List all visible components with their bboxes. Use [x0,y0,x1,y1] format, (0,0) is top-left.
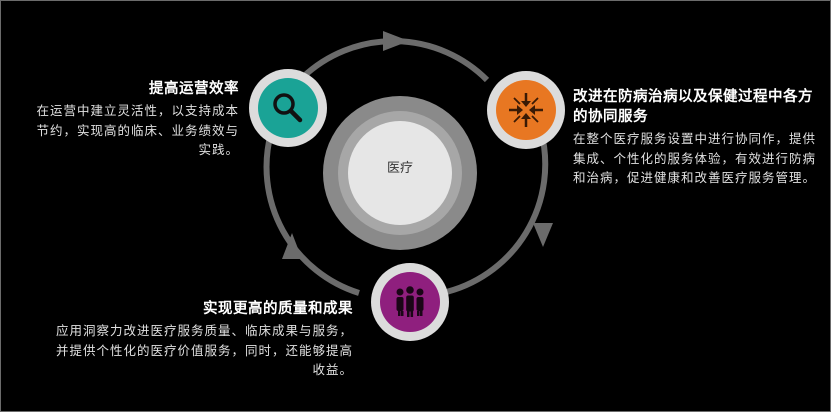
ring-arc-right [441,130,549,296]
ring-arc-left [263,132,360,296]
node-quality [371,263,449,341]
text-block-collaboration: 改进在防病治病以及保健过程中各方的协同服务 在整个医疗服务设置中进行协同作，提供… [573,87,823,188]
center-inner-disc [348,121,452,225]
magnifier-icon [273,93,303,123]
center-label: 医疗 [386,161,413,176]
operations-title: 提高运营效率 [149,81,239,97]
collaboration-description: 在整个医疗服务设置中进行协同作，提供集成、个性化的服务体验，有效进行防病和治病，… [573,131,817,185]
ring-arc-top [300,38,490,83]
text-block-operations: 提高运营效率 在运营中建立灵活性，以支持成本节约，实现高的临床、业务绩效与实践。 [27,79,239,160]
ring-arrowhead-left [282,233,302,259]
node-operations [249,69,327,147]
converging-arrows-icon [509,93,543,127]
quality-title: 实现更高的质量和成果 [203,301,353,317]
collaboration-title: 改进在防病治病以及保健过程中各方的协同服务 [573,89,813,125]
node-collaboration [487,71,565,149]
text-block-quality: 实现更高的质量和成果 应用洞察力改进医疗服务质量、临床成果与服务，并提供个性化的… [53,299,353,380]
quality-description: 应用洞察力改进医疗服务质量、临床成果与服务，并提供个性化的医疗价值服务，同时，还… [55,323,353,377]
ring-arrowhead-right [533,223,553,247]
ring-arrowhead-top [383,31,409,51]
people-group-icon [396,286,424,317]
operations-description: 在运营中建立灵活性，以支持成本节约，实现高的临床、业务绩效与实践。 [36,103,239,157]
